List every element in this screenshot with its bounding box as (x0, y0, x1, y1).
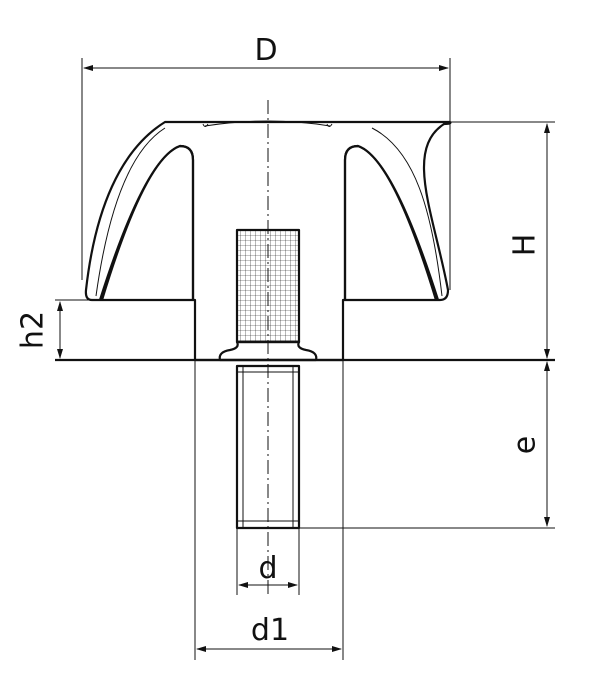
top-notch-left (202, 123, 209, 127)
top-notch-right (326, 123, 333, 127)
left-cavity-outline (100, 144, 195, 301)
top-surface-curve (204, 120, 331, 127)
label-e: e (508, 436, 543, 454)
right-cavity-outline (343, 144, 438, 301)
label-D: D (254, 33, 277, 68)
label-H: H (508, 234, 543, 257)
left-shell-inner-line (95, 127, 166, 297)
label-d1: d1 (251, 613, 289, 648)
right-shell-inner-line (371, 127, 443, 297)
label-h2: h2 (16, 311, 51, 349)
label-d: d (258, 551, 277, 586)
